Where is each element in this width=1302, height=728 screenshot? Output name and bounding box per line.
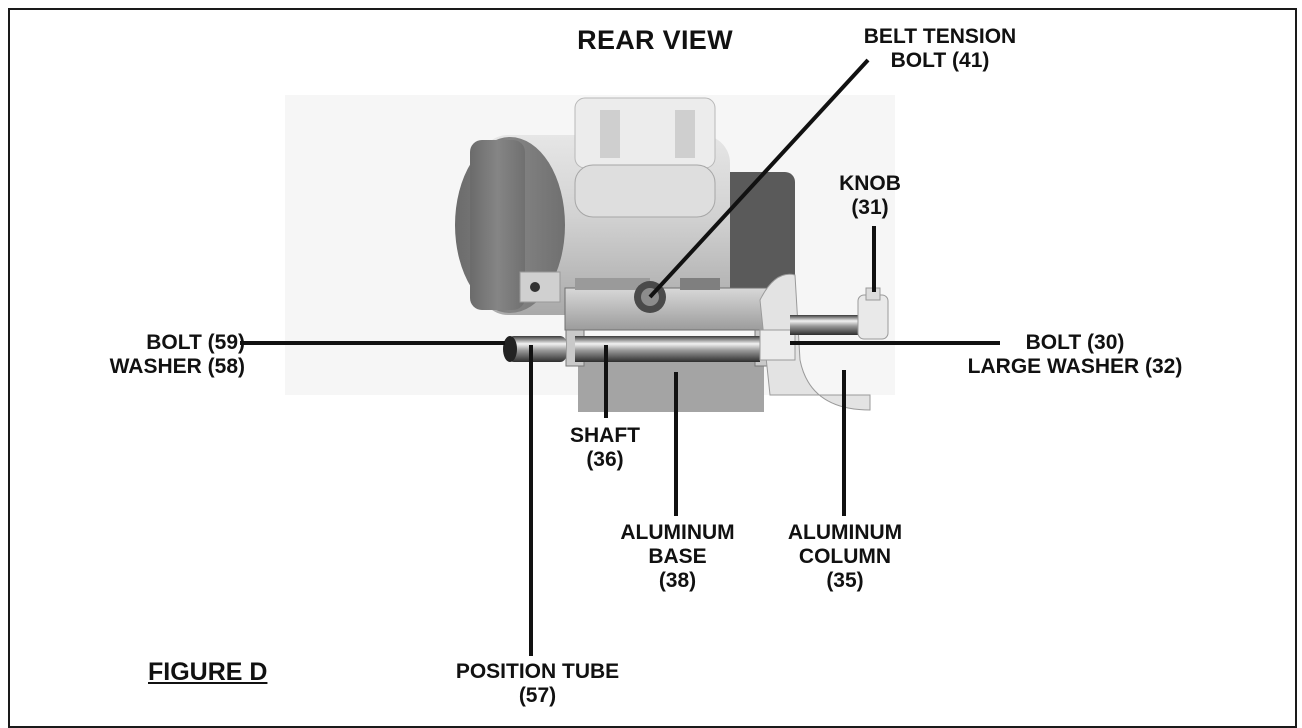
figure-label: FIGURE D <box>148 658 268 686</box>
view-title: REAR VIEW <box>577 25 733 55</box>
callout-line: BOLT (30) <box>1025 331 1125 354</box>
callout-belt-tension-bolt: BELT TENSION BOLT (41) <box>830 25 1050 73</box>
callout-bolt-30: BOLT (30) LARGE WASHER (32) <box>925 331 1225 379</box>
aluminum-base <box>564 278 776 412</box>
callout-line: (57) <box>518 684 557 707</box>
callout-line: KNOB <box>839 172 901 195</box>
callout-line: (36) <box>586 448 624 471</box>
leader-lines <box>240 58 1000 656</box>
leader-belt-tension <box>648 58 870 299</box>
callout-line: BOLT (41) <box>890 49 990 72</box>
callout-line: ALUMINUM <box>620 521 735 544</box>
callout-shaft: SHAFT (36) <box>545 424 665 472</box>
callout-line: (35) <box>826 569 864 592</box>
callout-line: BOLT (59) <box>146 331 245 354</box>
callout-position-tube: POSITION TUBE (57) <box>430 660 645 708</box>
grinder-photo <box>240 58 1000 656</box>
callout-line: LARGE WASHER (32) <box>967 355 1183 378</box>
callout-line: SHAFT <box>570 424 640 447</box>
callout-aluminum-column: ALUMINUM COLUMN (35) <box>775 521 915 593</box>
callout-aluminum-base: ALUMINUM BASE (38) <box>610 521 745 593</box>
callout-line: (38) <box>658 569 697 592</box>
callout-line: ALUMINUM <box>787 521 903 544</box>
callout-line: (31) <box>851 196 889 219</box>
callout-knob: KNOB (31) <box>815 172 925 220</box>
callout-line: BASE <box>648 545 707 568</box>
callout-line: POSITION TUBE <box>455 660 620 683</box>
callout-line: BELT TENSION <box>863 25 1017 48</box>
callout-line: COLUMN <box>798 545 892 568</box>
motor <box>455 97 795 315</box>
callout-line: WASHER (58) <box>109 355 245 378</box>
knob <box>857 287 889 340</box>
callout-bolt-59: BOLT (59) WASHER (58) <box>40 331 245 379</box>
aluminum-column <box>759 273 871 411</box>
